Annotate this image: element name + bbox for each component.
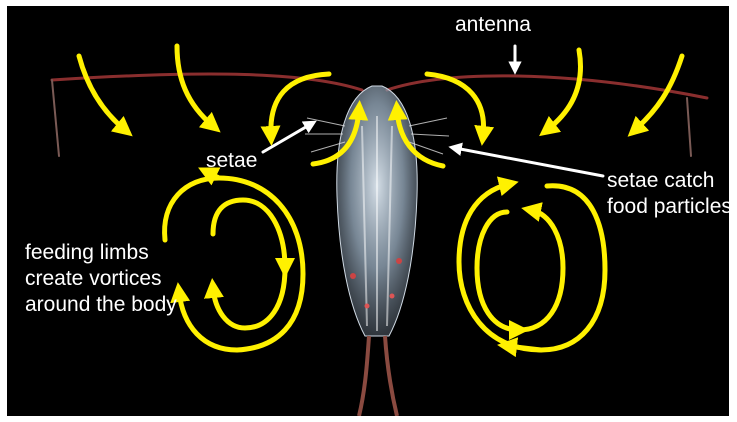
vortex-right-outer-a: [541, 186, 605, 350]
feeding-line-2: create vortices: [25, 266, 177, 292]
setae-catch-line-2: food particles: [607, 194, 729, 220]
antenna-label: antenna: [455, 12, 531, 38]
feeding-line-1: feeding limbs: [25, 240, 177, 266]
copepod-feeding-diagram: antenna setae setae catch food particles…: [7, 6, 729, 416]
flow-arrow-3: [547, 50, 581, 130]
setae-catch-label: setae catch food particles: [607, 168, 729, 220]
vortex-left-inner-b: [213, 268, 285, 328]
flow-arrow-2: [177, 46, 213, 126]
vortex-right: [459, 184, 605, 350]
flow-arrow-1: [79, 56, 125, 130]
antenna-right: [387, 76, 707, 156]
head-curve-left-outer: [271, 74, 329, 136]
setae-catch-pointer: [455, 148, 603, 176]
head-curve-right-outer: [427, 74, 484, 136]
setae-catch-line-1: setae catch: [607, 168, 729, 194]
vortex-left: [165, 172, 303, 350]
feeding-line-3: around the body: [25, 292, 177, 318]
antenna-left: [52, 74, 362, 156]
setae-label: setae: [206, 148, 257, 174]
vortex-right-inner-a: [477, 212, 519, 330]
pointer-arrows: [263, 46, 603, 176]
feeding-limbs-label: feeding limbs create vortices around the…: [25, 240, 177, 318]
vortex-right-inner-b: [519, 210, 563, 330]
vortex-left-inner-a: [213, 200, 285, 268]
